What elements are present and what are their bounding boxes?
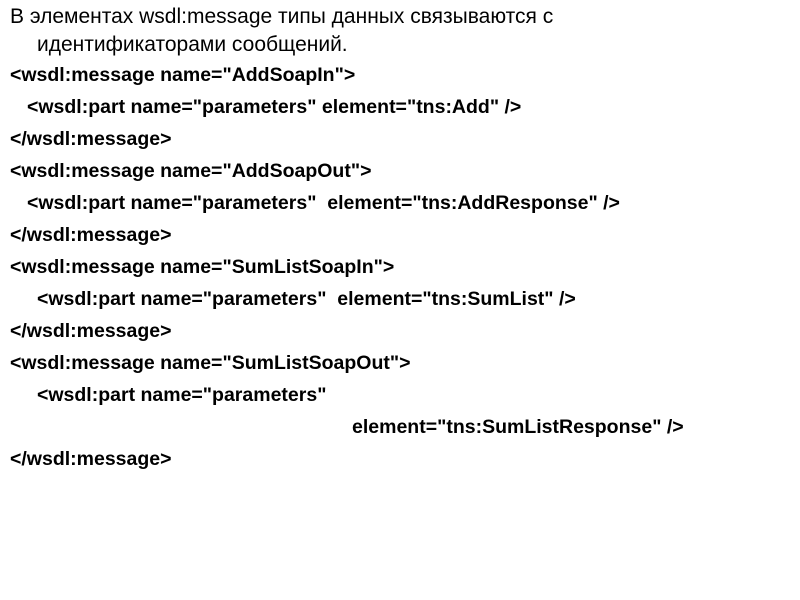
wsdl-code-block: <wsdl:message name="AddSoapIn"> <wsdl:pa… [10,59,790,475]
message-close: </wsdl:message> [10,224,172,246]
intro-line-1: В элементах wsdl:message типы данных свя… [10,5,554,28]
part-sum-list: <wsdl:part name="parameters" element="tn… [37,288,576,310]
message-open-add-soap-out: <wsdl:message name="AddSoapOut"> [10,160,372,182]
intro-paragraph: В элементах wsdl:message типы данных свя… [10,3,780,59]
part-add-response: <wsdl:part name="parameters" element="tn… [27,192,620,214]
message-close: </wsdl:message> [10,320,172,342]
message-close: </wsdl:message> [10,448,172,470]
intro-line-2: идентификаторами сообщений. [37,33,348,56]
message-open-sum-list-soap-in: <wsdl:message name="SumListSoapIn"> [10,256,395,278]
part-sum-list-response-name: <wsdl:part name="parameters" [37,384,327,406]
part-add: <wsdl:part name="parameters" element="tn… [27,96,522,118]
message-open-sum-list-soap-out: <wsdl:message name="SumListSoapOut"> [10,352,411,374]
part-sum-list-response-element: element="tns:SumListResponse" /> [352,416,684,438]
message-open-add-soap-in: <wsdl:message name="AddSoapIn"> [10,64,356,86]
message-close: </wsdl:message> [10,128,172,150]
